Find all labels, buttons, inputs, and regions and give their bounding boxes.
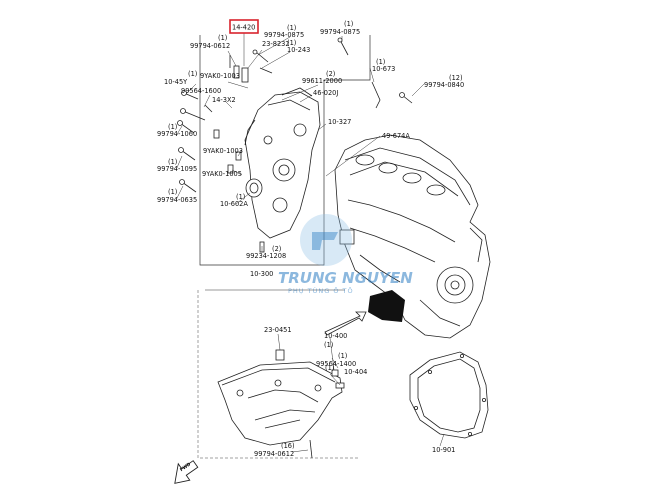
label-99611-2000[interactable]: 99611-2000: [302, 77, 342, 85]
label-23-8232[interactable]: 23-8232: [262, 40, 290, 48]
watermark: TRUNG NGUYEN PHỤ TÙNG Ô TÔ: [278, 214, 413, 295]
label-99794-1060[interactable]: 99794-1060: [157, 130, 197, 138]
oil-pan-illustration: [217, 349, 345, 459]
watermark-brand: TRUNG NGUYEN: [278, 269, 413, 287]
diagram-frames: [197, 35, 371, 459]
label-14-3x2[interactable]: 14-3X2: [212, 96, 236, 104]
label-99234-1208[interactable]: 99234-1208: [246, 252, 286, 260]
label-9yak0-1005[interactable]: 9YAK0-1005: [202, 170, 242, 178]
oil-strainer-shape: [368, 290, 405, 322]
qty-10-400: (1): [324, 341, 333, 349]
label-14-420[interactable]: 14-420: [232, 24, 255, 32]
qty-10-243: (1): [287, 39, 296, 47]
gasket-illustration: [409, 351, 489, 439]
label-99794-0875-a[interactable]: 99794-0875: [264, 31, 304, 39]
label-99564-1400[interactable]: 99564-1400: [316, 360, 356, 368]
oil-seal: [245, 178, 263, 198]
label-9yak0-1003-a[interactable]: 9YAK0-1003: [200, 72, 240, 80]
label-9yak0-1003-b[interactable]: 9YAK0-1003: [203, 147, 243, 155]
label-10-300[interactable]: 10-300: [250, 270, 273, 278]
qty-99794-0840: (12): [449, 74, 463, 82]
qty-99794-0875-a: (1): [287, 24, 296, 32]
front-arrow-label: FWD: [179, 461, 192, 473]
qty-99611-2000: (2): [326, 70, 335, 78]
label-99564-1600[interactable]: 99564-1600: [181, 87, 221, 95]
front-arrow: FWD: [174, 460, 199, 484]
qty-10-673: (1): [376, 58, 385, 66]
qty-10-45y: (1): [188, 70, 197, 78]
leader-lines: [175, 33, 445, 453]
lower-group-frame: [197, 290, 360, 459]
label-99794-0840[interactable]: 99794-0840: [424, 81, 464, 89]
highlight-box: [229, 19, 259, 34]
qty-99234-1208: (2): [272, 245, 281, 253]
timing-cover-illustration: [244, 87, 321, 239]
qty-10-404: (1): [325, 364, 334, 372]
label-99794-0875-b[interactable]: 99794-0875: [320, 28, 360, 36]
label-99794-0612-bottom[interactable]: 99794-0612: [254, 450, 294, 458]
label-10-45y[interactable]: 10-45Y: [164, 78, 188, 86]
qty-99794-1060: (1): [168, 123, 177, 131]
engine-block-illustration: [334, 134, 491, 339]
label-10-400[interactable]: 10-400: [324, 332, 347, 340]
qty-99564-1400: (1): [338, 352, 347, 360]
label-99794-1095[interactable]: 99794-1095: [157, 165, 197, 173]
label-10-243[interactable]: 10-243: [287, 46, 310, 54]
watermark-tagline: PHỤ TÙNG Ô TÔ: [288, 286, 354, 295]
qty-99794-1095: (1): [168, 158, 177, 166]
label-23-0451[interactable]: 23-0451: [264, 326, 292, 334]
qty-99794-0635: (1): [168, 188, 177, 196]
qty-99794-0875-b: (1): [344, 20, 353, 28]
qty-10-602a: (1): [236, 193, 245, 201]
part-labels: 14-420 (1) 99794-0875 (1) 99794-0875 (1)…: [157, 20, 464, 458]
qty-99794-0612-bottom: (16): [281, 442, 295, 450]
qty-99794-0612-top: (1): [218, 34, 227, 42]
label-10-901[interactable]: 10-901: [432, 446, 455, 454]
upper-group-frame: [199, 35, 371, 266]
label-10-602a[interactable]: 10-602A: [220, 200, 248, 208]
label-99794-0612-top[interactable]: 99794-0612: [190, 42, 230, 50]
direction-arrow: [324, 311, 367, 336]
label-10-673[interactable]: 10-673: [372, 65, 395, 73]
label-46-020j[interactable]: 46-020J: [313, 89, 338, 97]
label-99794-0635[interactable]: 99794-0635: [157, 196, 197, 204]
label-10-404[interactable]: 10-404: [344, 368, 367, 376]
label-10-327[interactable]: 10-327: [328, 118, 351, 126]
label-49-674a[interactable]: 49-674A: [382, 132, 410, 140]
